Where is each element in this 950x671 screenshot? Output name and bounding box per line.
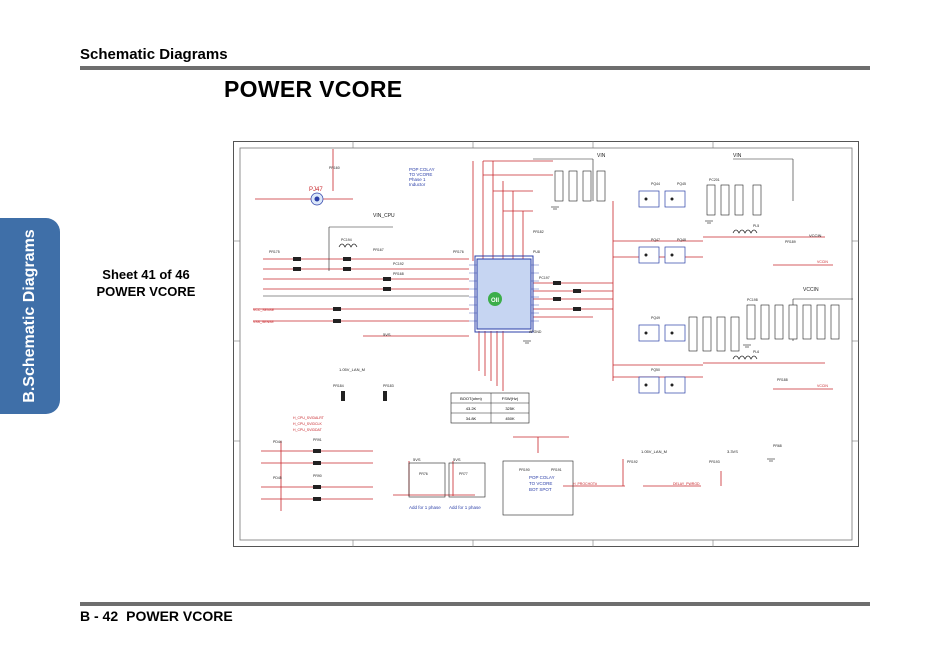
svg-text:PR182: PR182 [533, 230, 544, 234]
svg-text:PQ49: PQ49 [651, 316, 660, 320]
net-5vs-c: 5VS [453, 457, 461, 462]
svg-text:PL6: PL6 [753, 350, 759, 354]
side-tab[interactable]: B.Schematic Diagrams [0, 218, 60, 414]
svg-text:PR68: PR68 [773, 444, 782, 448]
schematic-drawing: OII PJ47 [233, 141, 859, 547]
svg-text:PC201: PC201 [709, 178, 720, 182]
net-vin-cpu: VIN_CPU [373, 213, 395, 219]
svg-text:PL5: PL5 [753, 224, 759, 228]
signal-delay-pwrgd: DELAY_PWRGD [673, 482, 700, 486]
net-1v05-a: 1.05V_LAN_M [339, 367, 365, 372]
header-title: Schematic Diagrams [80, 46, 228, 63]
signal-svid-alert: H_CPU_SVIDALRT [293, 416, 325, 420]
footer: B - 42 POWER VCORE [80, 608, 241, 624]
signal-vss-sense: VSS_SENSE [253, 320, 274, 324]
top-rule [80, 66, 870, 70]
net-5vs-b: 5VS [413, 457, 421, 462]
signal-vccin-b: VCCIN [817, 384, 828, 388]
signal-vccin-a: VCCIN [817, 260, 828, 264]
svg-text:PQ44: PQ44 [651, 182, 660, 186]
table-header-boot: BOOT(ohm) [460, 396, 482, 401]
svg-text:PC194: PC194 [341, 238, 352, 242]
svg-text:PC198: PC198 [747, 298, 758, 302]
svg-text:PR189: PR189 [785, 240, 796, 244]
note-bot-3: BOT SPOT [529, 487, 552, 492]
note-bot-2: TO VCORE [529, 481, 552, 486]
svg-text:PQ50: PQ50 [651, 368, 660, 372]
sheet-title: POWER VCORE [96, 284, 196, 299]
svg-text:PQ45: PQ45 [677, 182, 686, 186]
net-vccin-2: VCCIN [809, 233, 822, 238]
footer-title: POWER VCORE [126, 608, 233, 624]
svg-text:PR190: PR190 [519, 468, 530, 472]
table-cell: 34.8K [466, 416, 477, 421]
svg-text:PQ47: PQ47 [651, 238, 660, 242]
svg-text:PR175: PR175 [269, 250, 280, 254]
svg-text:PR191: PR191 [551, 468, 562, 472]
pj47-label: PJ47 [309, 187, 323, 193]
svg-text:PR168: PR168 [393, 272, 404, 276]
boot-frequency-table: BOOT(ohm) FSW(Hz) 43.2K 325K 34.8K 450K [450, 392, 530, 424]
net-5vs-a: 5VS [383, 332, 391, 337]
footer-page-ref: B - 42 [80, 608, 119, 624]
net-3v3s: 3.3VS [727, 449, 738, 454]
svg-text:PR192: PR192 [627, 460, 638, 464]
table-header-fsw: FSW(Hz) [502, 396, 519, 401]
svg-text:PR167: PR167 [373, 248, 384, 252]
bottom-rule [80, 602, 870, 606]
signal-svid-clk: H_CPU_SVIDCLK [293, 422, 322, 426]
table-cell: 450K [505, 416, 515, 421]
note-pop-1: POP COLAY [409, 167, 435, 172]
svg-text:PR176: PR176 [453, 250, 464, 254]
svg-text:PR184: PR184 [333, 384, 344, 388]
net-1v05-b: 1.05V_LAN_M [641, 449, 667, 454]
svg-text:PU8: PU8 [533, 250, 540, 254]
sheet-info: Sheet 41 of 46 POWER VCORE [86, 266, 206, 300]
page-title: POWER VCORE [224, 76, 403, 102]
net-vin-1: VIN [597, 153, 606, 159]
svg-text:OII: OII [491, 298, 499, 304]
table-cell: 325K [505, 406, 515, 411]
net-vin-2: VIN [733, 153, 742, 159]
signal-vcc-sense: VCC_SENSE [253, 308, 275, 312]
note-bot-1: POP COLAY [529, 475, 555, 480]
svg-text:PR91: PR91 [313, 438, 322, 442]
svg-text:PQ48: PQ48 [677, 238, 686, 242]
signal-prochot: H_PROCHOT# [573, 482, 597, 486]
svg-text:PR193: PR193 [709, 460, 720, 464]
svg-text:PD44: PD44 [273, 440, 282, 444]
svg-text:PC192: PC192 [393, 262, 404, 266]
svg-text:PD45: PD45 [273, 476, 282, 480]
note-1phase-a: Add for 1 phase [409, 505, 441, 510]
note-1phase-b: Add for 1 phase [449, 505, 481, 510]
svg-text:PR76: PR76 [419, 472, 428, 476]
side-tab-label: B.Schematic Diagrams [21, 229, 38, 403]
sheet-number: Sheet 41 of 46 [102, 267, 190, 282]
note-pop-3: Phase 1 [409, 177, 426, 182]
svg-text:PR188: PR188 [777, 378, 788, 382]
svg-text:PC197: PC197 [539, 276, 550, 280]
net-vccin-1: VCCIN [803, 287, 819, 293]
note-pop-2: TO VCORE [409, 172, 432, 177]
table-cell: 43.2K [466, 406, 477, 411]
svg-text:PR183: PR183 [383, 384, 394, 388]
signal-svid-dat: H_CPU_SVIDDAT [293, 428, 323, 432]
svg-text:PR160: PR160 [329, 166, 340, 170]
note-pop-4: Inductor [409, 182, 426, 187]
svg-text:PR77: PR77 [459, 472, 468, 476]
net-apgnd: APGND [529, 330, 542, 334]
svg-text:PR90: PR90 [313, 474, 322, 478]
